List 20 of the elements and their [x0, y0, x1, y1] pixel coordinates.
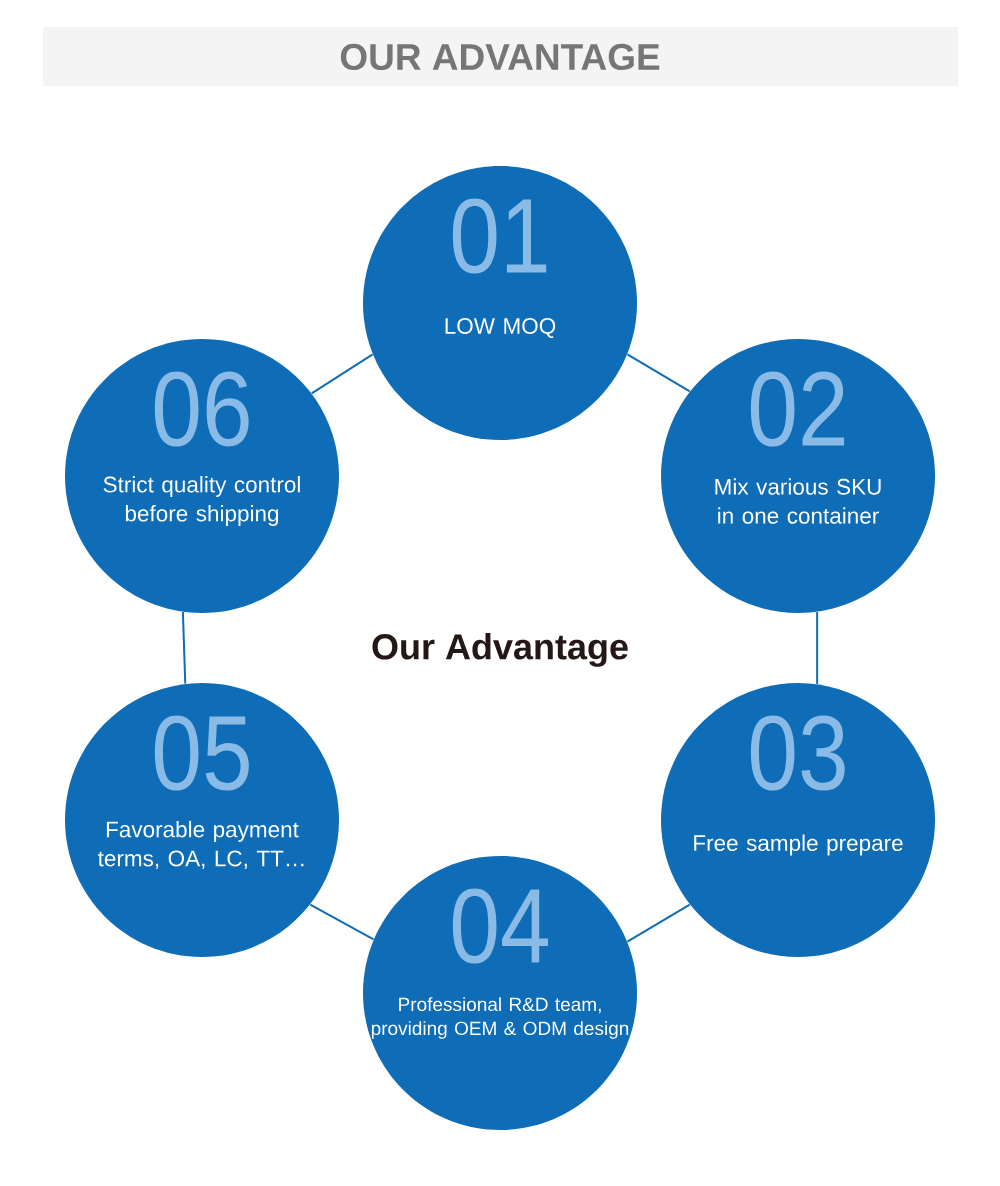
- connector-line: [626, 353, 691, 393]
- center-heading: Our Advantage: [372, 633, 628, 667]
- connector-line: [309, 903, 375, 941]
- step-number: 01: [452, 198, 547, 274]
- step-number: 04: [452, 888, 548, 964]
- connector-line: [626, 903, 691, 943]
- advantage-text: Favorable payment terms, OA, LC, TT…: [97, 820, 304, 870]
- step-number: 02: [750, 371, 845, 447]
- title-banner: OUR ADVANTAGE: [43, 27, 958, 86]
- advantage-text: Professional R&D team, providing OEM & ODM design: [371, 997, 629, 1039]
- step-number: 05: [154, 715, 249, 791]
- connector-line: [310, 353, 374, 395]
- advantage-text: Strict quality control before shipping: [103, 476, 300, 526]
- advantage-text: Free sample prepare: [694, 834, 903, 856]
- connector-line: [816, 611, 819, 685]
- step-number: 03: [750, 715, 845, 791]
- step-number: 06: [154, 371, 249, 447]
- advantage-text: Mix various SKU in one container: [715, 478, 881, 524]
- connector-line: [181, 611, 187, 685]
- advantage-text: LOW MOQ: [445, 318, 556, 338]
